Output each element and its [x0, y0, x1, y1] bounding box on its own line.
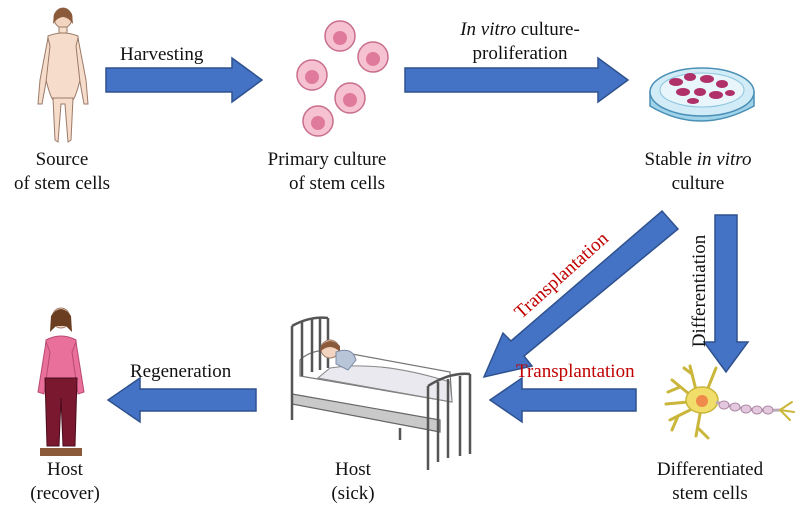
source-label-line2: of stem cells	[13, 173, 111, 194]
harvesting-label: Harvesting	[120, 44, 204, 65]
arrow-harvesting	[105, 56, 264, 104]
host-recover-line1: Host	[47, 459, 83, 480]
host-sick-line1: Host	[335, 459, 371, 480]
host-sick-line2: (sick)	[331, 483, 375, 504]
primary-culture-cells	[296, 20, 389, 137]
neuron-cell	[664, 364, 795, 440]
host-recover-label: Host (recover)	[20, 458, 110, 506]
source-body-figure	[37, 7, 89, 143]
recovered-host-figure	[37, 307, 85, 456]
primary-culture-line1: Primary culture	[267, 149, 387, 170]
stable-culture-line1: Stable in vitro	[644, 149, 752, 170]
hospital-bed	[290, 316, 472, 470]
regeneration-label: Regeneration	[130, 361, 232, 382]
arrow-differentiation	[702, 214, 750, 374]
stable-culture-label: Stable in vitro culture	[628, 148, 768, 196]
petri-dish	[649, 67, 755, 122]
transplantation-horizontal-label: Transplantation	[516, 361, 635, 382]
source-label-line1: Source	[35, 149, 89, 170]
primary-culture-line2: of stem cells	[288, 173, 386, 194]
arrow-transplantation-diagonal	[482, 209, 680, 379]
source-label: Source of stem cells	[7, 148, 117, 196]
arrow-regeneration	[106, 376, 257, 424]
differentiated-line2: stem cells	[672, 483, 748, 504]
differentiation-label: Differentiation	[689, 234, 710, 348]
culture-proliferation-line2: proliferation	[472, 43, 568, 64]
stable-culture-line2: culture	[671, 173, 725, 194]
host-recover-line2: (recover)	[30, 483, 100, 504]
host-sick-label: Host (sick)	[318, 458, 388, 506]
arrow-transplantation-horizontal	[488, 376, 637, 424]
arrow-culture-proliferation	[404, 56, 630, 104]
primary-culture-label: Primary culture of stem cells	[252, 148, 402, 196]
differentiated-line1: Differentiated	[656, 459, 764, 480]
culture-proliferation-label: In vitro culture- proliferation	[420, 18, 620, 66]
differentiated-label: Differentiated stem cells	[640, 458, 780, 506]
